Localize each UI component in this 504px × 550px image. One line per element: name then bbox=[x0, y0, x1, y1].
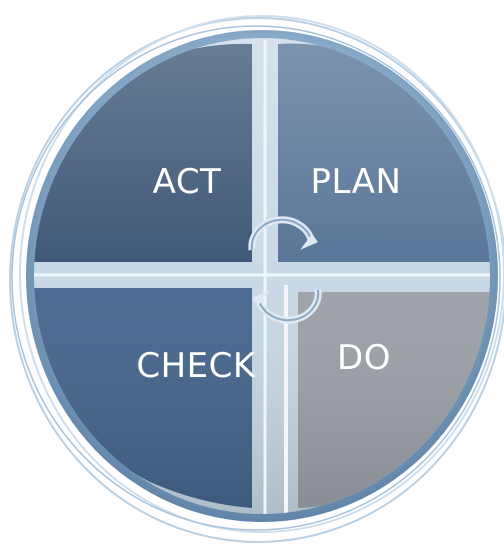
label-plan: PLAN bbox=[311, 162, 402, 202]
label-do: DO bbox=[337, 338, 391, 378]
cycle-arrows-icon bbox=[248, 216, 322, 324]
label-act: ACT bbox=[153, 162, 222, 202]
outer-rings bbox=[9, 15, 504, 543]
label-check: CHECK bbox=[136, 346, 257, 386]
